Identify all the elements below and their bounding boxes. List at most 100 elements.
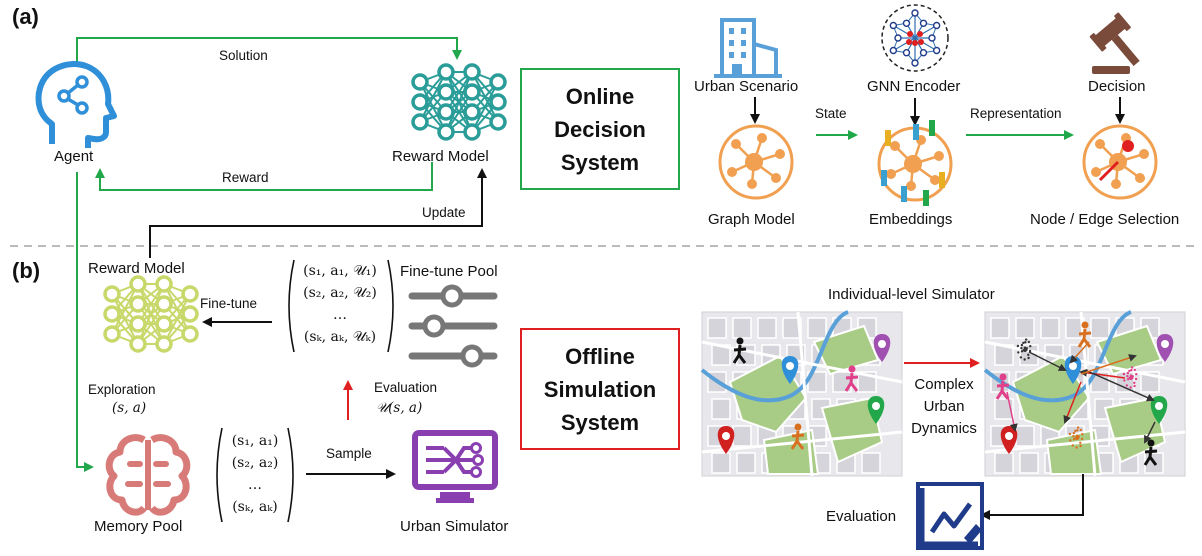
complex-dynamics-line3: Dynamics [911,420,977,437]
map-pin-dot [1161,340,1169,348]
nn-node [411,73,429,91]
map-block [782,317,802,339]
offline-reward-model-network-icon [103,275,199,353]
crowd-dot [1079,441,1082,445]
online-system-line3: System [560,149,640,175]
slider-icon [408,284,498,368]
nn-edge [111,283,139,335]
movement-arrow [1144,421,1156,444]
fine-tune-row-2: (s₂, a₂, 𝒰₂) [303,285,377,301]
crowd-dot [1023,346,1027,350]
reward-label: Reward [222,170,269,185]
park [1095,324,1163,376]
encoder-edge [914,37,937,52]
nn-node [411,113,429,131]
node-edge-selection-icon [1082,124,1158,200]
person-body [790,430,805,450]
state-label: State [815,106,847,121]
panel-label-a: (a) [12,4,39,29]
map-pin-dot [872,402,880,410]
encoder-core-node [918,39,924,45]
crowd-dot [1072,438,1076,441]
graph-node [757,133,767,143]
embedding-bar [923,190,929,206]
nn-node [129,315,147,333]
sim-evaluation-label: Evaluation [826,508,897,525]
encoder-node [911,59,919,67]
nn-node [411,93,429,111]
online-system-line2: Decision [554,116,646,142]
nn-node [103,285,121,303]
urban-simulator-label: Urban Simulator [400,518,509,535]
person-body [1143,446,1158,466]
embedding-bar [929,120,935,136]
evaluation-label: Evaluation [374,380,438,395]
fine-tune-pool-matrix: (s₁, a₁, 𝒰₁) (s₂, a₂, 𝒰₂) … (sₖ, aₖ, 𝒰ₖ) [288,260,392,348]
crowd-dot [1074,429,1077,433]
crowd-dot [1068,432,1072,436]
map-block [1040,317,1060,339]
embedding-bar [901,186,907,202]
map-block [1090,317,1110,339]
graph-node [771,173,781,183]
nn-node [463,123,481,141]
nn-node [129,335,147,353]
movement-arrow [1079,368,1126,379]
crowd-dot [1131,375,1134,378]
crowd-dot [1133,381,1136,385]
memory-row-3: … [248,477,262,493]
reward-arrow [95,162,433,191]
nn-node [463,103,481,121]
person-head [1147,439,1155,447]
gnn-encoder-label: GNN Encoder [867,78,961,95]
river [983,310,1132,403]
graph-node [934,151,944,161]
crowd-dot [1076,426,1080,429]
graph-node [890,141,900,151]
graph-node [1111,179,1121,189]
evaluation-expr: 𝒰(s, a) [376,400,423,416]
encoder-edge [893,37,916,52]
crowd-dot [1079,444,1082,448]
crowd-dot [1080,437,1084,441]
nn-node [181,285,199,303]
sample-label: Sample [326,446,372,461]
representation-label: Representation [970,106,1062,121]
nn-node [103,325,121,343]
crowd-dot [1081,432,1084,436]
individual-simulator-label: Individual-level Simulator [828,286,995,303]
crowd-dot [1020,350,1024,353]
urban-simulator-icon [412,430,498,503]
nn-edge [445,71,473,133]
crowd-dot [1016,344,1020,348]
person-body [995,380,1010,400]
nn-node [181,325,199,343]
encoder-node [889,21,898,30]
crowd-dot [1019,356,1023,359]
map-block [732,317,752,339]
park [820,396,884,464]
encoder-node [889,46,898,55]
graph-node [727,167,737,177]
nn-node [437,103,455,121]
crowd-dot [1029,344,1032,348]
map-block [736,452,756,474]
fine-tune-label: Fine-tune [200,296,258,311]
embedding-bar [939,172,945,188]
offline-system-line2: Simulation [543,376,657,402]
crowd-dot [1134,377,1138,381]
encoder-node [932,21,941,30]
crowd-dot [1077,435,1080,438]
movement-arrow [1006,391,1018,432]
crowd-dot [1133,368,1137,372]
offline-system-line3: System [560,409,640,435]
online-system-line1: Online [565,83,635,109]
crowd-dot [1022,341,1025,345]
person-body [1077,328,1092,348]
map-pin-dot [722,432,730,440]
map-block [1015,317,1035,339]
update-arrow [149,168,487,258]
agent-label: Agent [54,148,94,165]
selected-edge [1098,160,1120,182]
nn-node [437,63,455,81]
